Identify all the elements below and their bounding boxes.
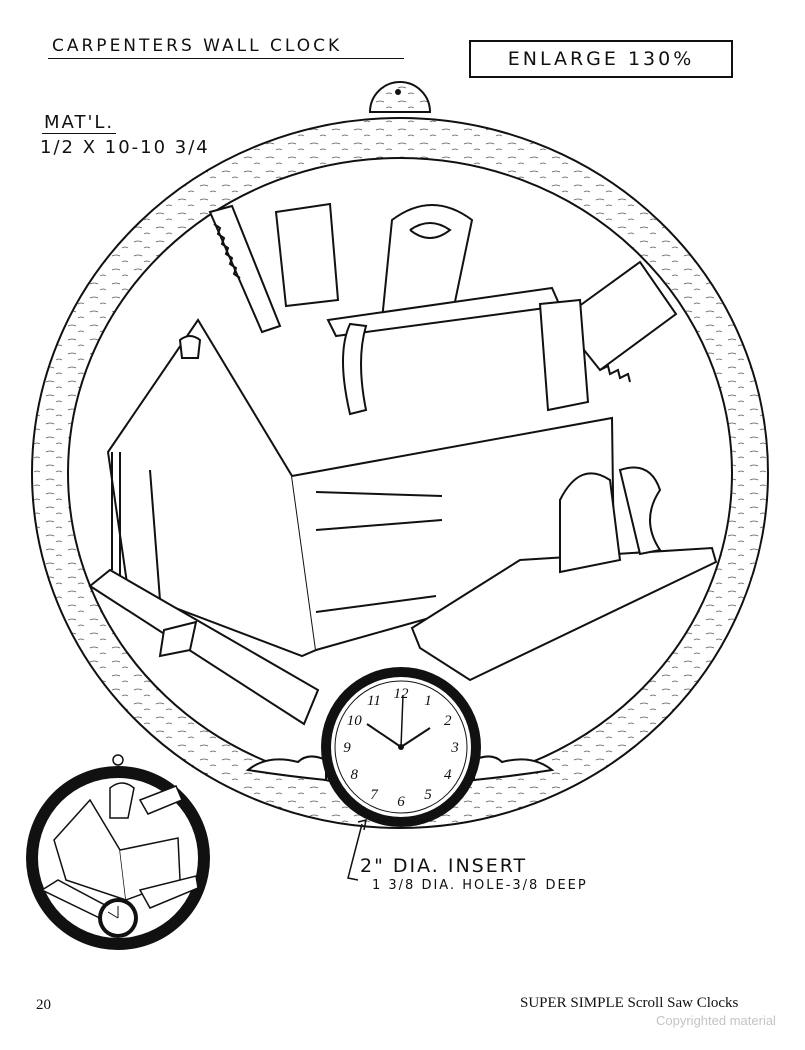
clock-numeral: 4 — [444, 767, 452, 783]
clock-hour-hand — [400, 694, 404, 748]
pattern-title: CARPENTERS WALL CLOCK — [52, 36, 343, 56]
material-dimensions: 1/2 X 10-10 3/4 — [40, 137, 210, 158]
handsaw-right — [558, 260, 678, 383]
clock-numeral: 3 — [450, 740, 459, 756]
clock-numeral: 9 — [343, 740, 351, 756]
clock-numeral: 10 — [347, 713, 363, 729]
clock-numeral: 1 — [424, 693, 432, 709]
thumbnail-preview — [26, 754, 210, 950]
bolt-shapes — [178, 335, 202, 359]
enlarge-label: ENLARGE 130% — [507, 48, 695, 70]
hammer-tool — [326, 286, 562, 416]
clock-minute-hand — [366, 723, 402, 748]
hanger-tab — [368, 81, 432, 113]
clock-numeral: 12 — [394, 686, 410, 702]
rolled-plans — [380, 204, 474, 322]
clock-numeral: 6 — [397, 794, 405, 810]
clock-numeral: 2 — [444, 713, 452, 729]
level-tool — [274, 202, 340, 308]
title-underline — [48, 58, 404, 59]
book-title: SUPER SIMPLE Scroll Saw Clocks — [520, 995, 739, 1011]
material-underline — [42, 133, 116, 134]
clock-numeral: 7 — [370, 787, 379, 803]
enlarge-box: ENLARGE 130% — [469, 40, 733, 78]
material-label: MAT'L. — [44, 112, 115, 133]
page-number: 20 — [36, 997, 51, 1013]
lumber-board — [88, 568, 320, 726]
leader-line — [347, 818, 367, 881]
handsaw-left — [208, 204, 282, 334]
hole-annotation: 1 3/8 DIA. HOLE-3/8 DEEP — [372, 878, 588, 893]
cloud-banners — [245, 755, 555, 782]
hand-plane — [410, 466, 718, 682]
clock-second-hand — [400, 727, 431, 748]
clock-numeral: 8 — [350, 767, 358, 783]
clock-numeral: 11 — [367, 693, 381, 709]
pliers-tool — [538, 298, 590, 412]
insert-annotation: 2" DIA. INSERT — [360, 855, 528, 877]
outer-frame-ring — [30, 117, 770, 829]
copyright-watermark: Copyrighted material — [656, 1013, 776, 1028]
clock-numeral: 5 — [424, 787, 432, 803]
